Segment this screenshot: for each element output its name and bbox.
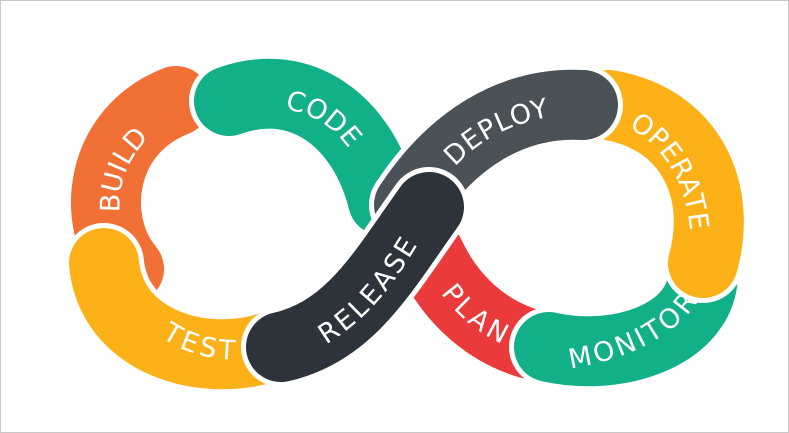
segment-band	[194, 58, 418, 236]
segment-operate: OPERATE	[569, 65, 749, 303]
segment-band	[246, 172, 464, 382]
segment-band	[574, 70, 744, 298]
segment-release: RELEASE	[241, 167, 469, 387]
segment-code: CODE	[189, 53, 423, 241]
